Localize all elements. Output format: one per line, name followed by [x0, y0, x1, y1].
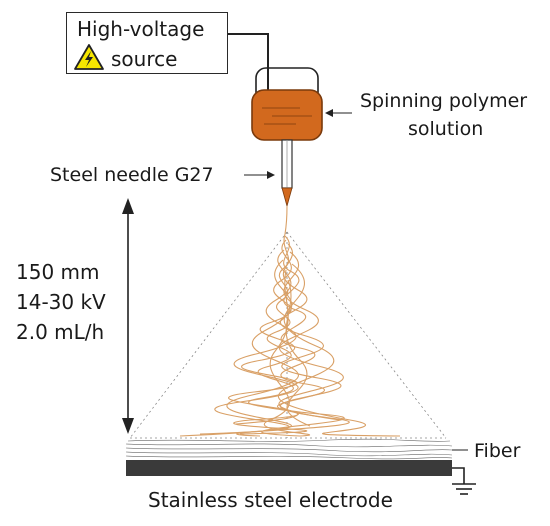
fiber-label: Fiber	[474, 440, 521, 462]
distance-arrow	[122, 198, 134, 434]
collector-electrode	[126, 460, 452, 476]
steel-needle	[281, 139, 293, 208]
fiber-jet	[179, 205, 401, 437]
voltage-label: 14-30 kV	[16, 290, 106, 314]
solution-label-line1: Spinning polymer	[360, 90, 528, 112]
source-title: High-voltage	[77, 17, 205, 41]
high-voltage-warning-icon	[74, 44, 104, 70]
polymer-solution	[251, 89, 323, 141]
high-voltage-source-box: High-voltage source	[66, 12, 228, 74]
distance-label: 150 mm	[16, 260, 100, 284]
flow-rate-label: 2.0 mL/h	[16, 320, 105, 344]
source-subtitle: source	[111, 47, 178, 71]
hv-wire	[228, 33, 269, 100]
fiber-mat	[125, 438, 453, 460]
polymer-vessel	[251, 67, 323, 141]
solution-label-line2: solution	[408, 118, 484, 140]
needle-label: Steel needle G27	[50, 164, 214, 186]
ground-icon	[452, 467, 476, 495]
electrode-label: Stainless steel electrode	[148, 488, 393, 512]
